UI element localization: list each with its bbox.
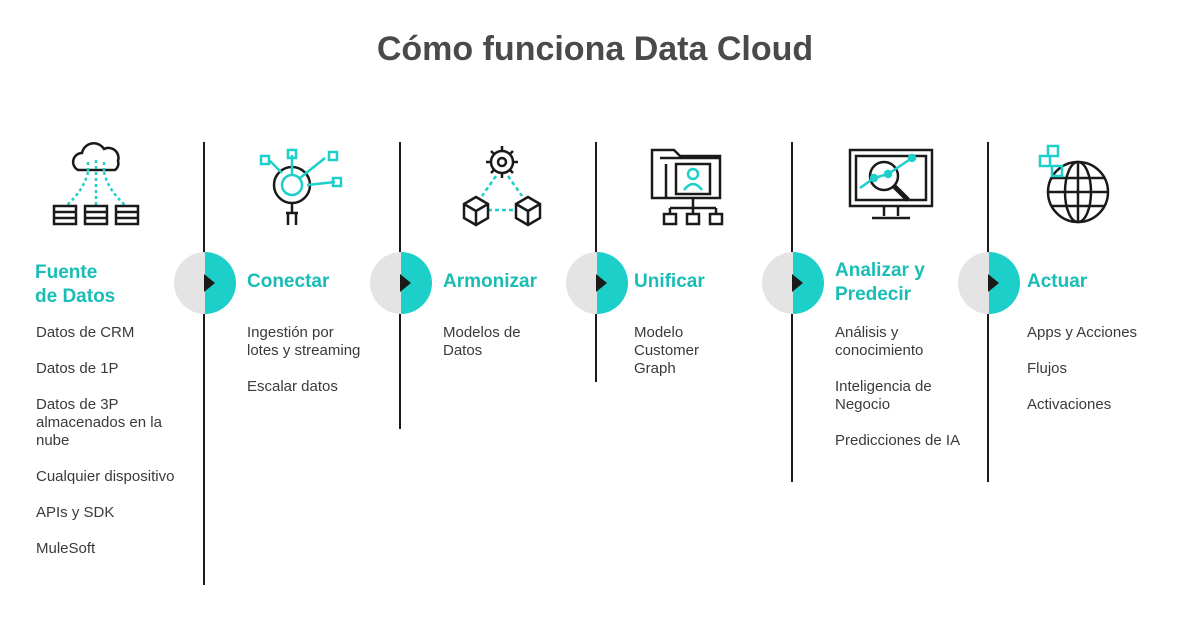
step-items-armonizar: Modelos de Datos [443,324,553,378]
column-divider [203,142,205,585]
step-arrow [174,252,236,314]
step-heading-armonizar: Armonizar [443,270,537,294]
list-item: Activaciones [1027,396,1112,413]
heading-line: Analizar y [835,260,925,281]
list-item: MuleSoft [36,540,96,557]
list-item: Análisis y conocimiento [835,324,924,359]
step-arrow [762,252,824,314]
step-arrow [566,252,628,314]
list-item: Inteligencia de Negocio [835,378,932,413]
magnifier-network-icon [259,148,343,225]
step-heading-unificar: Unificar [634,270,705,294]
globe-network-icon [1038,144,1110,224]
list-item: Cualquier dispositivo [36,468,175,485]
heading-line: Armonizar [443,271,537,292]
step-heading-actuar: Actuar [1027,270,1087,294]
heading-line: Unificar [634,271,705,292]
list-item: Predicciones de IA [835,432,961,449]
list-item: Apps y Acciones [1027,324,1138,341]
list-item: Datos de 1P [36,360,119,377]
step-items-actuar: Apps y Acciones Flujos Activaciones [1027,324,1192,432]
list-item: Escalar datos [247,378,338,395]
step-arrow [958,252,1020,314]
list-item: Datos de CRM [36,324,135,341]
list-item: Ingestión por lotes y streaming [247,324,361,359]
list-item: Modelos de Datos [443,324,521,359]
cloud-servers-icon [52,142,140,226]
list-item: Flujos [1027,360,1068,377]
step-items-analizar: Análisis y conocimiento Inteligencia de … [835,324,965,468]
page-title: Cómo funciona Data Cloud [376,30,814,68]
gear-cubes-icon [462,146,542,227]
folder-profile-icon [650,148,724,226]
step-items-conectar: Ingestión por lotes y streaming Escalar … [247,324,367,414]
step-heading-fuente: Fuente de Datos [35,261,115,309]
step-items-fuente: Datos de CRM Datos de 1P Datos de 3P alm… [36,324,186,576]
list-item: APIs y SDK [36,504,115,521]
monitor-analytics-icon [848,148,934,220]
step-heading-analizar: Analizar y Predecir [835,259,925,307]
list-item: Modelo Customer Graph [634,324,700,377]
heading-line: Fuente [35,262,98,283]
heading-line: Actuar [1027,271,1088,292]
list-item: Datos de 3P almacenados en la nube [36,396,162,449]
step-heading-conectar: Conectar [247,270,329,294]
heading-line: Conectar [247,271,330,292]
heading-line: Predecir [835,284,912,305]
heading-line: de Datos [35,286,116,307]
step-items-unificar: Modelo Customer Graph [634,324,734,396]
step-arrow [370,252,432,314]
